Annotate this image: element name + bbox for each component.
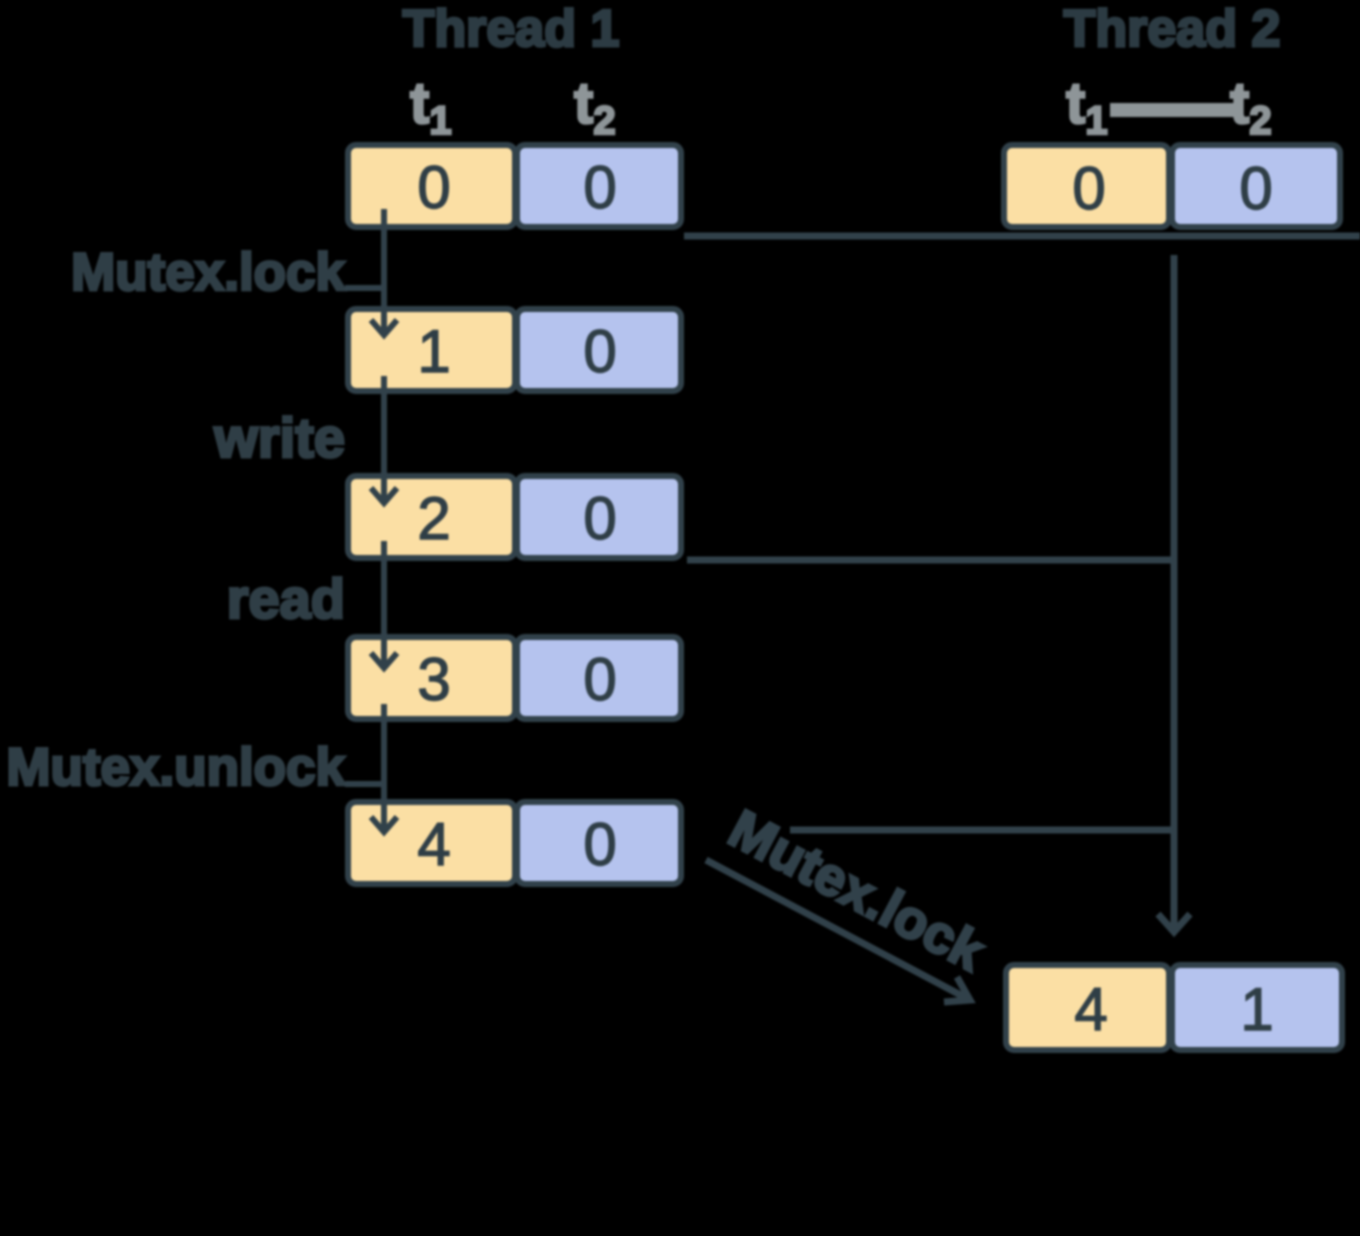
svg-text:1: 1	[417, 318, 450, 385]
svg-text:4: 4	[417, 811, 450, 878]
svg-text:Thread 2: Thread 2	[1064, 0, 1281, 58]
svg-text:0: 0	[417, 154, 450, 221]
svg-text:0: 0	[583, 318, 616, 385]
svg-text:4: 4	[1074, 976, 1107, 1043]
svg-text:Mutex.lock: Mutex.lock	[71, 243, 345, 302]
svg-text:write: write	[213, 406, 345, 469]
svg-text:1: 1	[1240, 976, 1273, 1043]
svg-text:Mutex.unlock: Mutex.unlock	[6, 738, 345, 797]
svg-text:0: 0	[1072, 155, 1105, 222]
svg-text:0: 0	[583, 811, 616, 878]
svg-text:0: 0	[583, 485, 616, 552]
svg-text:0: 0	[1239, 155, 1272, 222]
svg-text:2: 2	[417, 485, 450, 552]
svg-text:read: read	[227, 567, 345, 630]
svg-text:3: 3	[417, 646, 450, 713]
svg-text:Thread 1: Thread 1	[403, 0, 620, 58]
svg-text:0: 0	[583, 154, 616, 221]
svg-text:0: 0	[583, 646, 616, 713]
